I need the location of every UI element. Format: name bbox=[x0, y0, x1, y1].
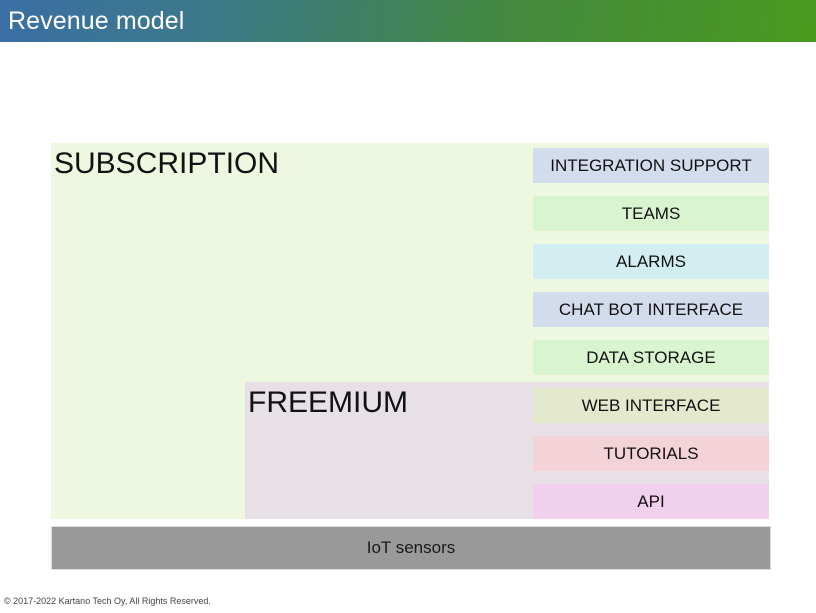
feature-box-integration-support: INTEGRATION SUPPORT bbox=[533, 148, 769, 183]
feature-box-teams: TEAMS bbox=[533, 196, 769, 231]
page-title: Revenue model bbox=[8, 7, 185, 35]
slide-header-bar: Revenue model bbox=[0, 0, 816, 42]
feature-box-api: API bbox=[533, 484, 769, 519]
feature-box-tutorials: TUTORIALS bbox=[533, 436, 769, 471]
feature-box-web-interface: WEB INTERFACE bbox=[533, 388, 769, 423]
feature-box-chat-bot-interface: CHAT BOT INTERFACE bbox=[533, 292, 769, 327]
feature-box-data-storage: DATA STORAGE bbox=[533, 340, 769, 375]
tier-label-freemium: FREEMIUM bbox=[248, 386, 408, 419]
platform-bar-iot-sensors: IoT sensors bbox=[51, 526, 771, 570]
footer-copyright: © 2017-2022 Kartano Tech Oy, All Rights … bbox=[4, 596, 211, 606]
tier-label-subscription: SUBSCRIPTION bbox=[54, 147, 280, 180]
feature-box-column: INTEGRATION SUPPORT TEAMS ALARMS CHAT BO… bbox=[533, 148, 769, 519]
feature-box-alarms: ALARMS bbox=[533, 244, 769, 279]
